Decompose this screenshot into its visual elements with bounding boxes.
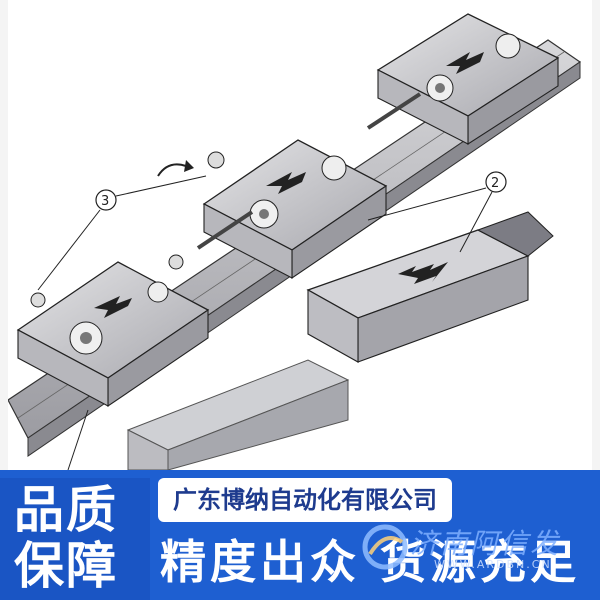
leader-line xyxy=(67,409,89,470)
quality-badge: 品质 保障 xyxy=(0,478,150,600)
carriage-1 xyxy=(16,254,210,408)
watermark: 济南阿信发 WWW.ARDBN.CN xyxy=(362,520,592,580)
watermark-text: 济南阿信发 xyxy=(410,527,561,560)
rotation-arrowhead-icon xyxy=(184,160,194,172)
callout-3-label: 3 xyxy=(101,194,109,209)
linear-actuator-lower xyxy=(126,359,350,470)
watermark-logo-icon xyxy=(362,524,408,570)
callout-2-label: 2 xyxy=(491,176,499,191)
carriage-2 xyxy=(196,139,388,280)
illustration-svg: 3 2 xyxy=(8,13,582,470)
carriage-3 xyxy=(366,13,560,146)
rotation-arrow-icon xyxy=(157,163,187,177)
linear-actuator xyxy=(306,211,554,363)
watermark-url: WWW.ARDBN.CN xyxy=(434,558,552,571)
callout-3: 3 xyxy=(37,175,207,291)
quality-line-2: 保障 xyxy=(14,537,118,595)
machine-illustration: 3 2 xyxy=(8,0,592,470)
company-name: 广东博纳自动化有限公司 xyxy=(158,478,452,522)
callout-2: 2 xyxy=(367,171,507,253)
quality-line-1: 品质 xyxy=(14,481,118,539)
slogan: 精度出众 货源充足 xyxy=(160,535,581,589)
